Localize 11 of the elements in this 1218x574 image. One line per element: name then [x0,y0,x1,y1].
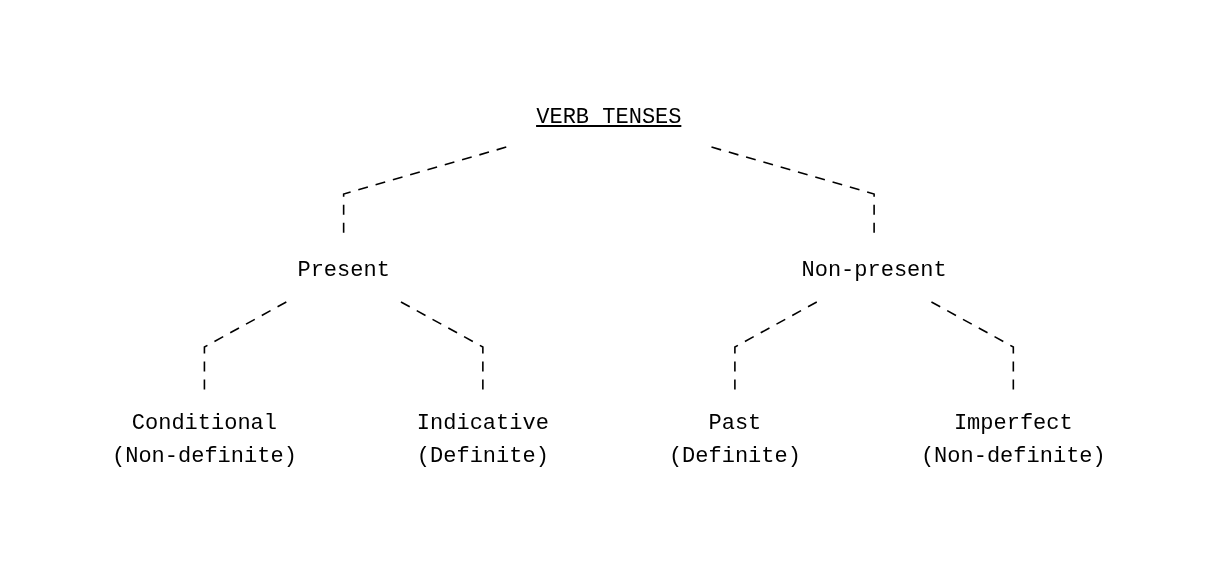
connector [203,301,288,393]
node-text: Conditional (Non-definite) [112,411,297,469]
node-text: Non-present [801,258,947,283]
node-text: VERB TENSES [536,105,682,130]
connector [734,301,818,393]
node-text: Imperfect (Non-definite) [921,411,1106,469]
node-text: Present [297,258,390,283]
connector [930,301,1015,393]
node-text: Indicative (Definite) [416,411,549,469]
node-text: Past (Definite) [669,411,802,469]
connector [400,301,484,393]
